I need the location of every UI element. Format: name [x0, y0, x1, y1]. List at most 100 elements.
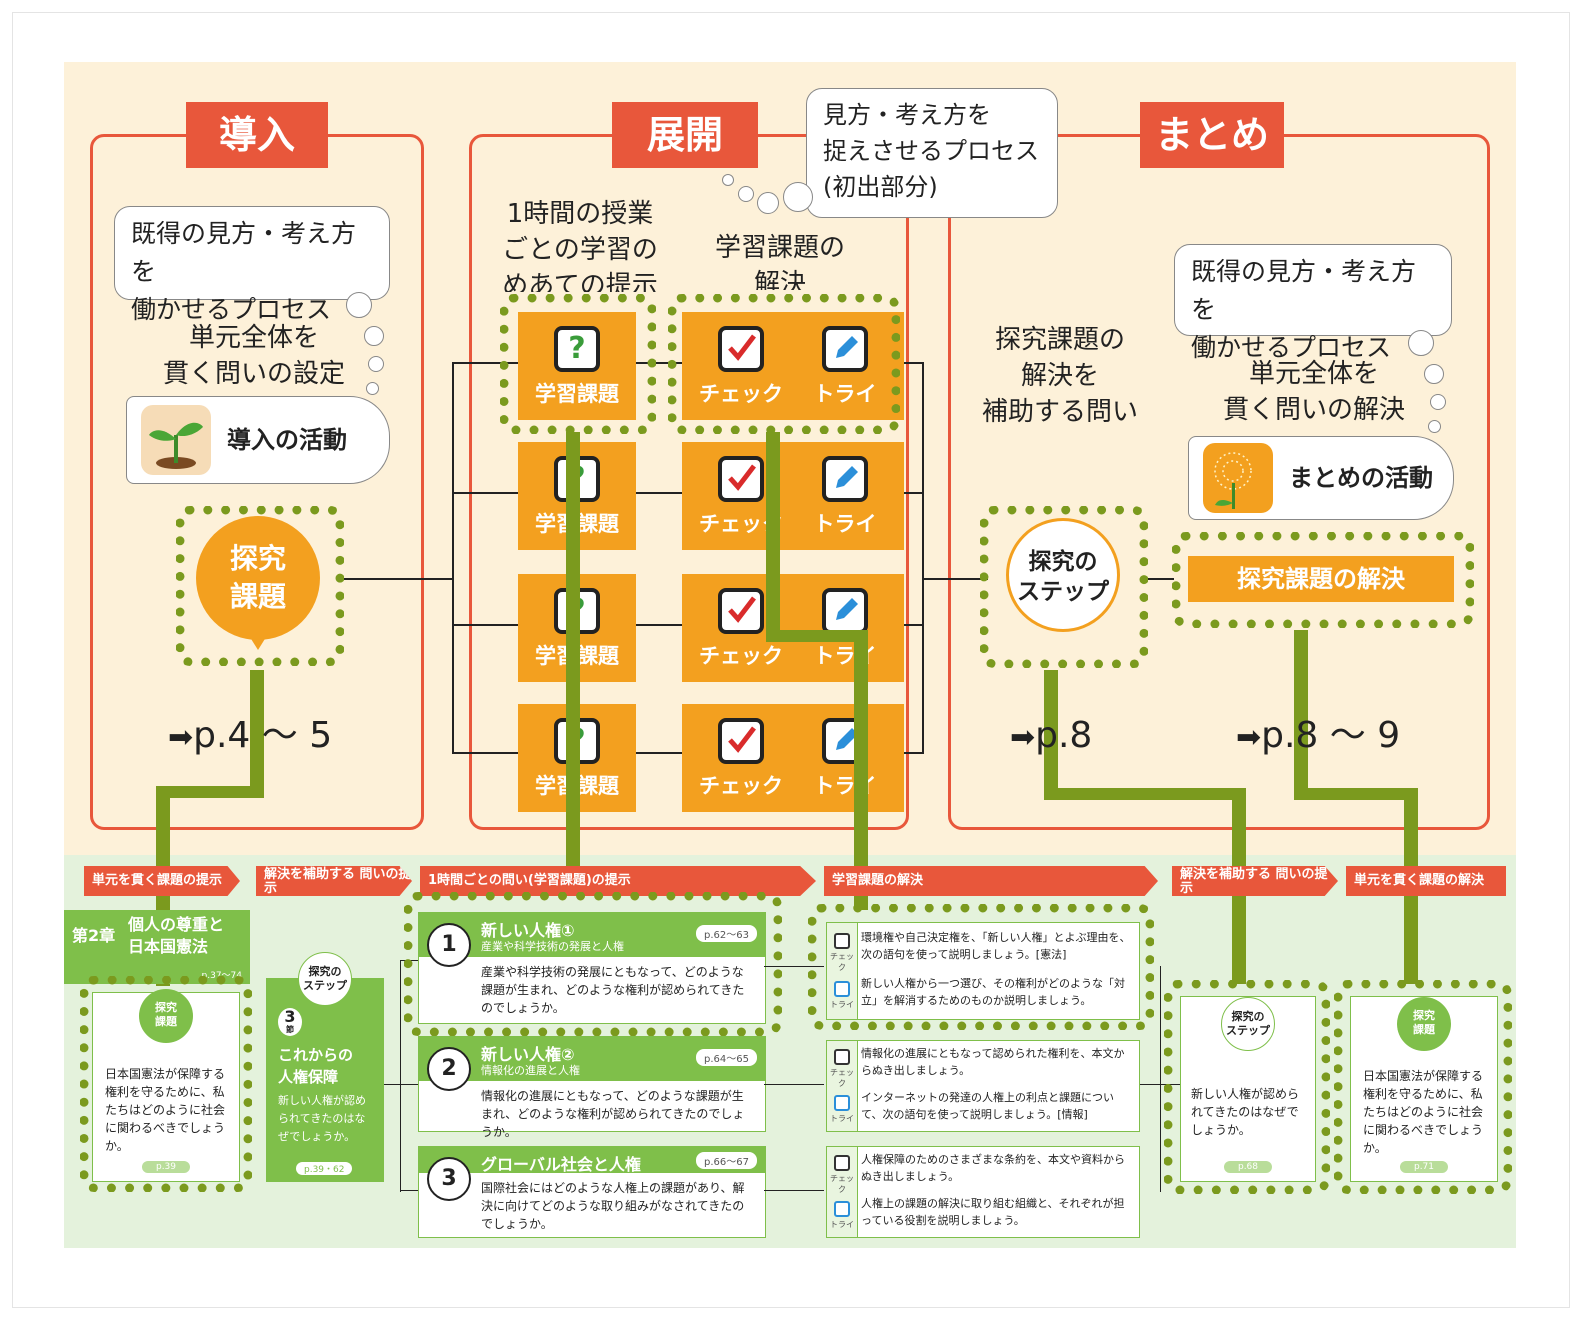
checkbox-icon — [718, 718, 764, 764]
inquiry-solve-card: 探究課題 日本国憲法が保障する権利を守るために、私たちはどのように社会に関わるべ… — [1350, 996, 1498, 1182]
flow-line — [884, 492, 924, 494]
page-ref-text: p.8 〜 9 — [1261, 715, 1401, 756]
card-text: 日本国憲法が保障する権利を守るために、私たちはどのように社会に関わるべきでしょう… — [105, 1067, 226, 1153]
lesson-page: p.66〜67 — [696, 1152, 757, 1169]
checkbox-icon — [834, 933, 850, 949]
link-line — [1294, 788, 1416, 800]
highlight-frame — [1172, 532, 1474, 628]
check-try-box-1: チェック トライ 環境権や自己決定権を、「新しい人権」とよぶ理由を、次の語句を使… — [826, 922, 1140, 1020]
lesson-question: 産業や科学技術の発展にともなって、どのような課題が生まれ、どのような権利が認めら… — [481, 965, 745, 1015]
flow-line — [884, 624, 924, 626]
flow-line — [764, 1084, 824, 1085]
check-mini-label: チェック — [830, 952, 854, 972]
highlight-frame — [404, 892, 782, 1036]
card-page: p.39 — [141, 1161, 191, 1173]
intro-page-ref: ➡p.4 〜 5 — [168, 716, 332, 758]
section-text: 新しい人権が認められてきたのはなぜでしょうか。 — [278, 1094, 366, 1143]
lesson-card-2: 新しい人権② 情報化の進展と人権 p.64〜65 2 情報化の進展にともなって、… — [418, 1036, 766, 1139]
badge-line: 探究 — [155, 1001, 177, 1014]
lesson-title: 新しい人権② — [481, 1045, 575, 1064]
highlight-frame — [980, 506, 1148, 668]
lesson-subtitle: 情報化の進展と人権 — [481, 1064, 580, 1077]
try-tile-label: トライ — [813, 774, 877, 798]
check-mini-label: チェック — [830, 1174, 854, 1194]
bubble-dot — [346, 292, 372, 318]
develop-process-bubble: 見方・考え方を 捉えさせるプロセス (初出部分) — [806, 88, 1058, 218]
label-line: 単元全体を — [1248, 359, 1379, 389]
flow-line — [884, 362, 924, 364]
inquiry-step-badge: 探究の ステップ — [1006, 518, 1120, 632]
pencil-icon — [822, 326, 868, 372]
flow-line — [764, 966, 824, 967]
bubble-dot — [364, 326, 384, 346]
link-line — [766, 432, 780, 632]
flow-line — [636, 624, 682, 626]
card-badge: 探究課題 — [1397, 997, 1451, 1051]
flow-header-4: 学習課題の解決 — [824, 866, 1158, 896]
bubble-dot — [738, 186, 754, 202]
card-text: 新しい人権が認められてきたのはなぜでしょうか。 — [1191, 1087, 1300, 1137]
checkbox-icon — [718, 326, 764, 372]
card-badge: 探究のステップ — [1221, 997, 1275, 1051]
flow-header-2: 解決を補助する 問いの提示 — [256, 866, 412, 896]
badge-line: 探究の — [1231, 1010, 1265, 1023]
link-line — [156, 786, 264, 798]
pencil-icon — [834, 1201, 850, 1217]
highlight-frame — [176, 506, 344, 666]
inquiry-task-badge: 探究 課題 — [196, 516, 320, 640]
intro-question-label: 単元全体を 貫く問いの設定 — [140, 320, 368, 392]
arrow-right-icon: ➡ — [1010, 720, 1036, 755]
lesson-subtitle: 産業や科学技術の発展と人権 — [481, 940, 624, 953]
try-tile: トライ — [786, 574, 904, 682]
check-text: 環境権や自己決定権を、「新しい人権」とよぶ理由を、次の語句を使って説明しましょう… — [861, 931, 1131, 961]
highlight-frame — [668, 294, 900, 434]
intro-process-bubble: 既得の見方・考え方を 働かせるプロセス — [114, 206, 390, 324]
link-line — [1294, 630, 1308, 792]
lesson-header: 新しい人権② 情報化の進展と人権 p.64〜65 — [419, 1037, 765, 1081]
card-badge: 探究のステップ — [298, 952, 352, 1006]
badge-line: ステップ — [1017, 579, 1109, 605]
develop-label: 展開 — [612, 102, 758, 168]
link-line — [566, 432, 580, 892]
task-solve-label: 学習課題の 解決 — [700, 230, 860, 290]
label-line: 探究課題の — [994, 325, 1125, 355]
card-badge: 探究課題 — [139, 989, 193, 1043]
label-line: 貫く問いの解決 — [1222, 395, 1405, 425]
link-line — [766, 630, 868, 642]
lesson-question: 国際社会にはどのような人権上の課題があり、解決に向けてどのような取り組みがなされ… — [481, 1181, 745, 1231]
lesson-number: 1 — [427, 923, 471, 967]
label-line: 学習課題の — [714, 233, 845, 263]
badge-line: ステップ — [1226, 1024, 1270, 1037]
label-line: 解決 — [753, 269, 806, 290]
card-text: 日本国憲法が保障する権利を守るために、私たちはどのように社会に関わるべきでしょう… — [1363, 1069, 1484, 1155]
check-tile-label: チェック — [699, 382, 783, 406]
try-tile-label: トライ — [813, 382, 877, 406]
flow-line — [884, 752, 924, 754]
check-tile: チェック — [682, 704, 800, 812]
label-line: 解決を — [1020, 361, 1099, 391]
highlight-frame — [808, 904, 1154, 1030]
try-mini-label: トライ — [830, 1114, 854, 1123]
highlight-frame — [1334, 980, 1512, 1194]
flow-line — [384, 1084, 418, 1085]
summary-activity-label: まとめの活動 — [1289, 464, 1433, 492]
lesson-goal-label: 1時間の授業 ごとの学習の めあての提示 — [490, 196, 670, 292]
flow-line — [636, 362, 682, 364]
page-ref-text: p.8 — [1035, 715, 1093, 756]
flow-line — [452, 362, 454, 754]
check-try-box-3: チェック トライ 人権保障のためのさまざまな条約を、本文や資料からぬき出しましょ… — [826, 1146, 1140, 1238]
check-text: 情報化の進展にともなって認められた権利を、本文からぬき出しましょう。 — [861, 1047, 1125, 1077]
pencil-icon — [834, 1095, 850, 1111]
task-tile-label: 学習課題 — [535, 382, 619, 406]
link-line — [1044, 670, 1058, 792]
dandelion-icon — [1203, 443, 1273, 513]
link-line — [854, 630, 868, 910]
label-line: 1時間の授業 — [506, 199, 654, 229]
flow-header-1: 単元を貫く課題の提示 — [84, 866, 240, 896]
try-mini-label: トライ — [830, 1220, 854, 1229]
flow-line — [636, 492, 682, 494]
check-try-box-2: チェック トライ 情報化の進展にともなって認められた権利を、本文からぬき出しまし… — [826, 1040, 1140, 1132]
pencil-icon — [834, 981, 850, 997]
label-line: 単元全体を — [188, 323, 319, 353]
